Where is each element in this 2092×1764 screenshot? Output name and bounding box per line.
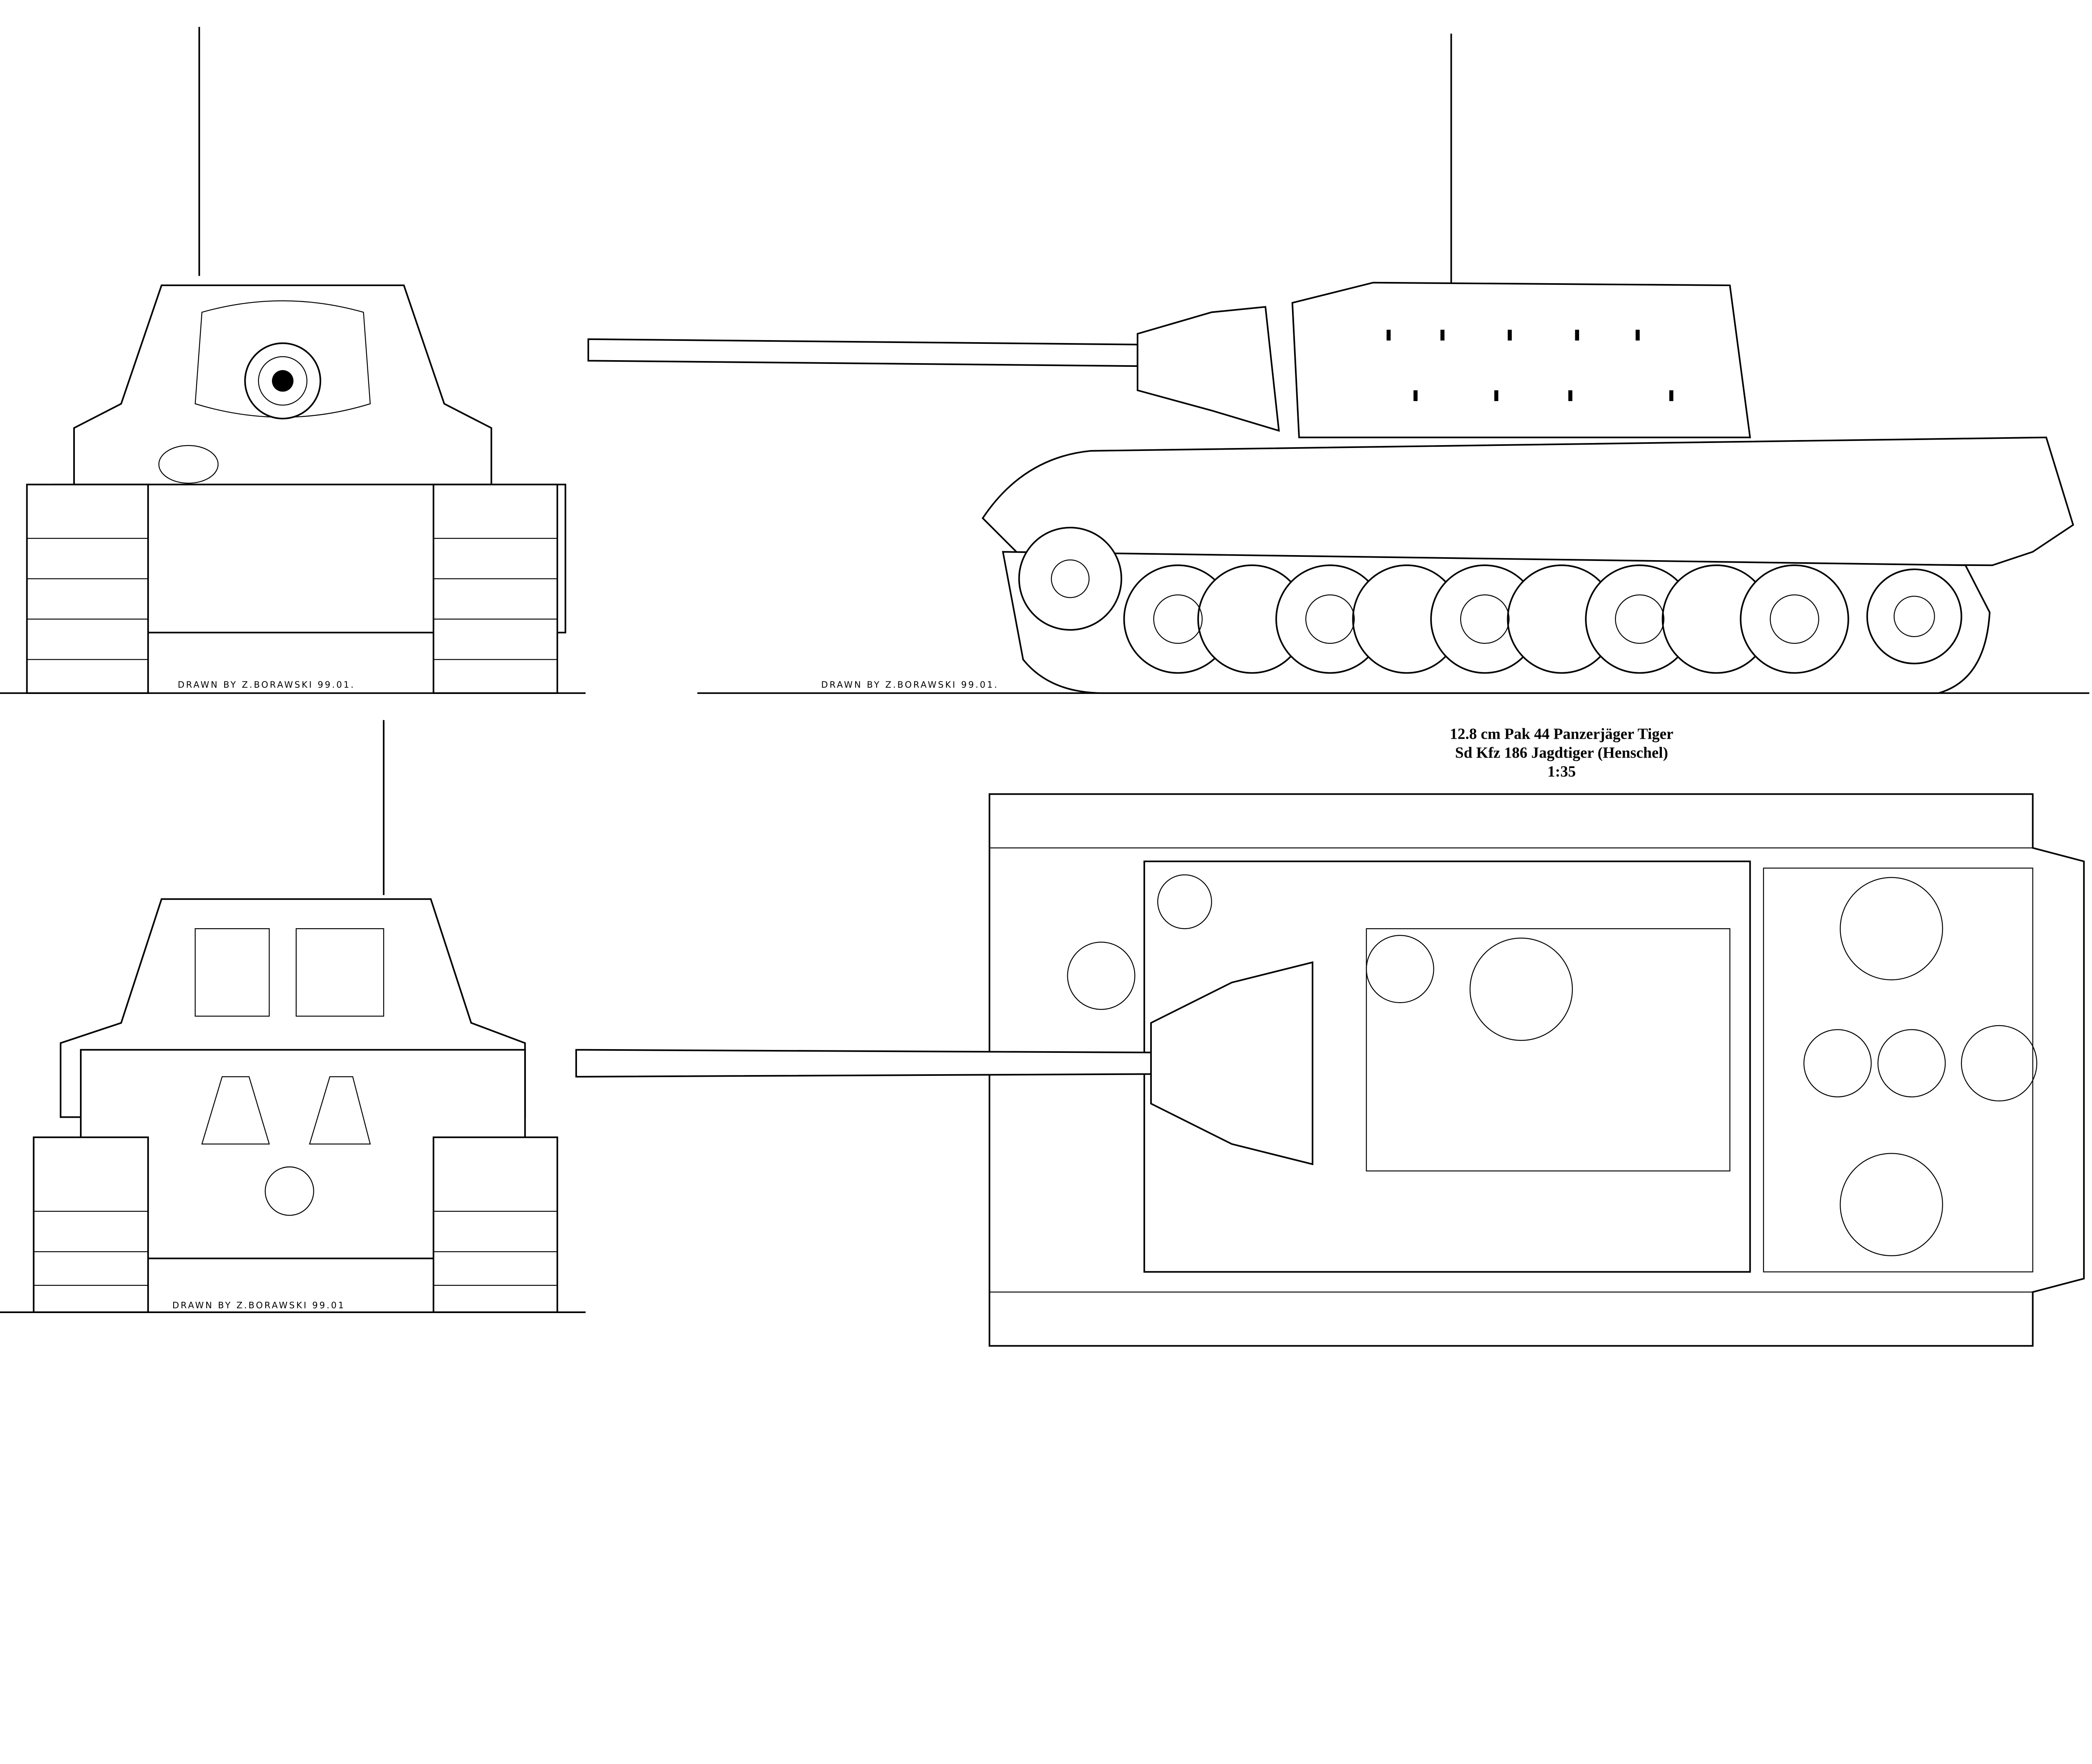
exhaust-left xyxy=(201,1076,270,1144)
drawn-by-label: DRAWN BY Z.BORAWSKI 99.01. xyxy=(821,680,999,690)
gun-mantlet xyxy=(195,300,371,418)
engine-deck xyxy=(1763,868,2033,1272)
title-line-1: 12.8 cm Pak 44 Panzerjäger Tiger xyxy=(1450,725,1673,742)
road-wheels xyxy=(1018,527,1962,674)
right-track xyxy=(433,484,558,694)
tow-coupling xyxy=(264,1166,314,1216)
gun-bore xyxy=(272,370,294,392)
exhaust-right xyxy=(309,1076,371,1144)
engine-hatch xyxy=(1961,1025,2038,1102)
drive-sprocket xyxy=(1018,527,1123,631)
filler-cap xyxy=(1877,1029,1946,1098)
drawn-by-label: DRAWN BY Z.BORAWSKI 99.01 xyxy=(172,1300,346,1310)
casemate-studs xyxy=(1387,330,1674,401)
gun-barrel xyxy=(575,1049,1152,1078)
front-view: DRAWN BY Z.BORAWSKI 99.01. xyxy=(0,27,586,694)
fan-front xyxy=(1840,877,1943,981)
casemate xyxy=(1291,282,1751,438)
driver-visor xyxy=(158,445,219,484)
rear-view: DRAWN BY Z.BORAWSKI 99.01 xyxy=(0,720,586,1313)
left-track xyxy=(26,484,149,694)
gun-mantlet xyxy=(1150,961,1313,1165)
rear-door-left xyxy=(195,928,270,1017)
right-track xyxy=(433,1136,558,1313)
jagdtiger-blueprint: DRAWN BY Z.BORAWSKI 99.01. DRAWN BY Z.BO… xyxy=(0,27,2089,1347)
left-track xyxy=(33,1136,149,1313)
vent xyxy=(1157,874,1212,929)
gun-barrel xyxy=(587,338,1138,367)
side-view: DRAWN BY Z.BORAWSKI 99.01. xyxy=(587,33,2089,694)
filler-cap xyxy=(1803,1029,1872,1098)
title-block: 12.8 cm Pak 44 Panzerjäger Tiger Sd Kfz … xyxy=(1450,725,1673,780)
title-line-2: Sd Kfz 186 Jagdtiger (Henschel) xyxy=(1455,744,1668,761)
hull-side xyxy=(982,436,2074,566)
roof-plate xyxy=(1366,928,1731,1172)
rear-door-right xyxy=(295,928,385,1017)
top-view xyxy=(575,793,2085,1347)
periscope-hatch xyxy=(1366,935,1434,1004)
track-links xyxy=(33,1211,558,1286)
commander-hatch xyxy=(1469,937,1573,1041)
fan-rear xyxy=(1840,1153,1943,1257)
scale-label: 1:35 xyxy=(1547,763,1576,780)
muzzle-ring xyxy=(258,356,308,406)
track-links xyxy=(27,538,558,660)
driver-hatch xyxy=(1067,942,1136,1010)
casemate-roof xyxy=(1143,860,1751,1273)
idler-wheel xyxy=(1866,568,1962,665)
gun-mantlet xyxy=(1136,306,1280,432)
drawn-by-label: DRAWN BY Z.BORAWSKI 99.01. xyxy=(178,680,355,690)
